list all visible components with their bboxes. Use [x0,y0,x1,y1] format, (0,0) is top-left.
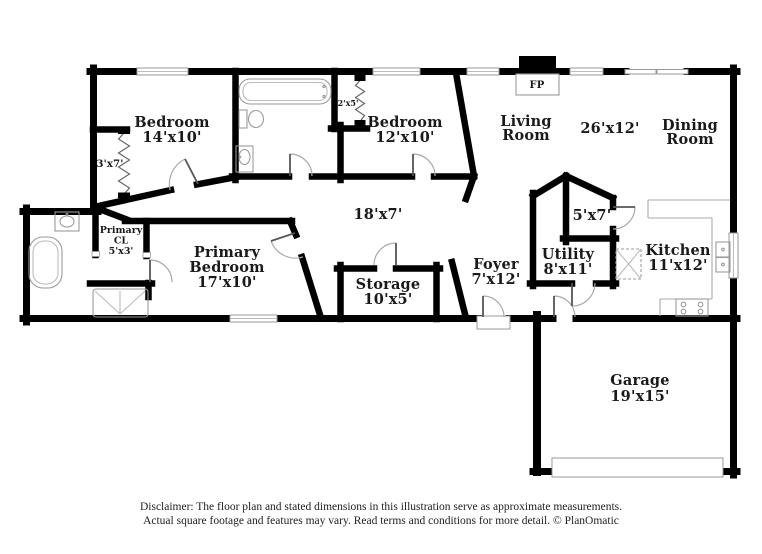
foyer-dim: 7'x12' [472,271,521,288]
door-bedroom1 [184,158,199,185]
fireplace-label: FP [529,80,544,91]
primary-bedroom-dim: 17'x10' [197,274,256,291]
door-arcs [149,153,636,318]
living-dining-dim: 26'x12' [580,120,639,137]
toilet-icon [238,109,265,129]
dining-room-label-1: Dining [662,117,718,134]
primary-closet-dim: 5'x3' [109,246,134,257]
closet-3x7-dim: 3'x7' [96,159,123,170]
garage-label: Garage [610,372,669,389]
fireplace-bump [519,56,556,75]
primary-bedroom-label-2: Bedroom [189,259,265,276]
disclaimer-line-2: Actual square footage and features may v… [143,515,619,527]
primary-closet-label-2: CL [114,236,129,247]
window-dining-left [624,69,657,75]
primary-bedroom-label-1: Primary [194,244,261,261]
garage-door [551,457,724,478]
primary-bathtub-icon [28,236,63,289]
bedroom1-dim: 14'x10' [142,129,201,146]
closet-2x5-dim: 2'x5' [338,98,359,108]
bedroom1-label: Bedroom [134,114,210,131]
wall-caps [91,251,151,258]
window-dining-right [656,69,689,75]
fixtures [28,73,731,318]
hallway-dim: 18'x7' [354,206,403,223]
washer-dryer-icon [615,248,642,280]
front-door-threshold [476,315,511,330]
storage-label: Storage [356,276,421,293]
accordion-door-closet-3x7 [117,132,131,195]
bedroom2-label: Bedroom [367,114,443,131]
primary-closet-label-1: Primary [100,225,143,236]
primary-sink-icon [54,211,80,232]
utility-closet-dim: 5'x7' [573,207,612,224]
walls [19,56,741,479]
stove-icon [675,298,709,317]
storage-dim: 10'x5' [364,291,413,308]
kitchen-dim: 11'x12' [648,257,707,274]
garage-dim: 19'x15' [610,388,669,405]
utility-label: Utility [542,246,595,263]
shower-icon [92,288,149,318]
foyer-label: Foyer [473,256,519,273]
accordion-door-closet-2x5 [354,79,366,122]
sink-vanity-icon [235,145,254,173]
bathtub-icon [238,78,332,105]
door-primary-bedroom [270,232,296,242]
dining-room-label-2: Room [666,131,714,148]
kitchen-label: Kitchen [645,242,711,259]
windows [136,67,739,478]
kitchen-sink-icon [715,241,731,273]
disclaimer-line-1: Disclaimer: The floor plan and stated di… [139,501,623,513]
living-room-label-2: Room [502,127,550,144]
door-leaves [149,154,635,317]
kitchen-counter [647,199,730,316]
accordion-doors [117,75,366,198]
room-labels: Bedroom 14'x10' 3'x7' 2'x5' Bedroom 12'x… [96,80,718,405]
living-room-label-1: Living [500,113,552,130]
bedroom2-dim: 12'x10' [375,129,434,146]
fireplace-icon [515,73,560,96]
interior-walls [86,67,620,323]
utility-dim: 8'x11' [544,261,593,278]
